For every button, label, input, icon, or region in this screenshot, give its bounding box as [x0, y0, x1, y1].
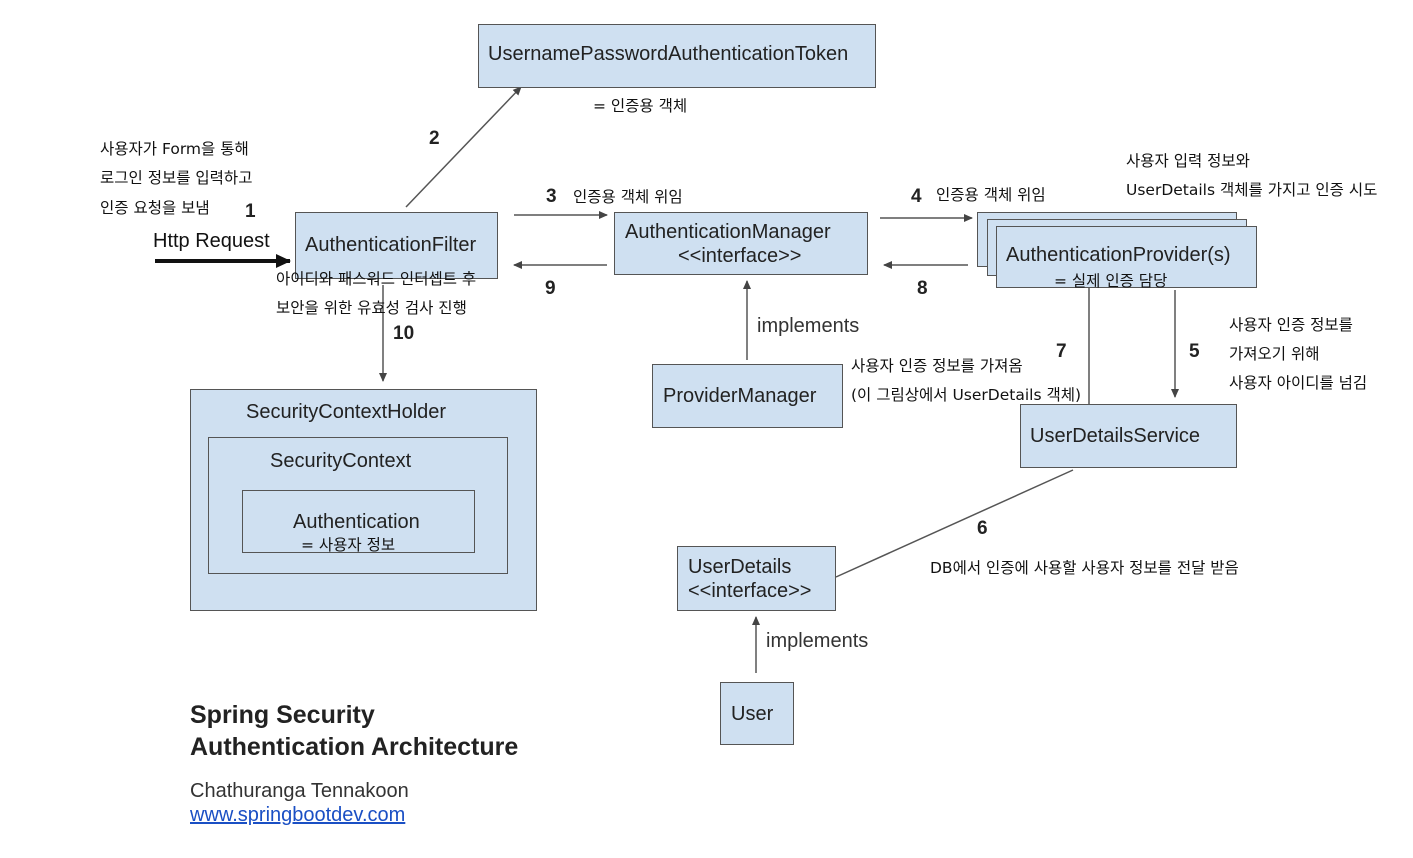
- implements-label-1: implements: [757, 315, 860, 337]
- request-note-line1: 사용자가 Form을 통해: [100, 140, 249, 158]
- provider-note-line2: UserDetails 객체를 가지고 인증 시도: [1126, 181, 1378, 199]
- request-note-line3: 인증 요청을 보냄: [100, 199, 210, 217]
- implements-label-2: implements: [766, 630, 869, 652]
- diagram-title-line2: Authentication Architecture: [190, 733, 519, 761]
- authentication-filter-label: AuthenticationFilter: [305, 234, 477, 256]
- step5-note-line2: 가져오기 위해: [1229, 345, 1320, 363]
- user-details-service-label: UserDetailsService: [1030, 425, 1201, 447]
- token-label: UsernamePasswordAuthenticationToken: [488, 43, 849, 65]
- user-box: User: [720, 682, 794, 745]
- author-name: Chathuranga Tennakoon: [190, 780, 409, 802]
- authentication-provider-label: AuthenticationProvider(s): [1006, 244, 1231, 266]
- step7-note-line2: (이 그림상에서 UserDetails 객체): [851, 386, 1082, 404]
- step7-note-line1: 사용자 인증 정보를 가져옴: [851, 357, 1023, 375]
- filter-note-line2: 보안을 위한 유효성 검사 진행: [276, 299, 467, 317]
- diagram-title-line1: Spring Security: [190, 701, 375, 729]
- step2-arrow: [405, 86, 522, 208]
- step5-note-line3: 사용자 아이디를 넘김: [1229, 374, 1368, 392]
- step-number-4: 4: [911, 186, 922, 207]
- user-label: User: [731, 703, 774, 725]
- step-number-7: 7: [1056, 341, 1067, 362]
- step-number-10: 10: [393, 323, 415, 344]
- step-number-1: 1: [245, 201, 256, 222]
- step3-note: 인증용 객체 위임: [573, 188, 683, 206]
- user-details-service-box: UserDetailsService: [1020, 404, 1237, 468]
- http-request-label: Http Request: [153, 230, 270, 252]
- authentication-note: = 사용자 정보: [301, 536, 396, 554]
- user-details-box: UserDetails <<interface>>: [677, 546, 836, 611]
- authentication-label: Authentication: [293, 511, 420, 533]
- step-number-9: 9: [545, 278, 556, 299]
- provider-role-note: = 실제 인증 담당: [1054, 272, 1168, 290]
- security-context-holder-box: SecurityContextHolder SecurityContext Au…: [190, 389, 537, 611]
- step6-note: DB에서 인증에 사용할 사용자 정보를 전달 받음: [930, 559, 1239, 577]
- provider-note-line1: 사용자 입력 정보와: [1126, 152, 1250, 170]
- step-number-6: 6: [977, 518, 988, 539]
- security-context-box: SecurityContext Authentication: [208, 437, 508, 574]
- authentication-provider-box: AuthenticationProvider(s): [996, 226, 1257, 288]
- provider-manager-box: ProviderManager: [652, 364, 843, 428]
- authentication-box: Authentication: [242, 490, 475, 553]
- token-box: UsernamePasswordAuthenticationToken: [478, 24, 876, 88]
- author-website-link[interactable]: www.springbootdev.com: [190, 804, 406, 826]
- provider-manager-label: ProviderManager: [663, 385, 817, 407]
- user-details-label: UserDetails: [688, 556, 792, 578]
- request-note-line2: 로그인 정보를 입력하고: [100, 169, 253, 187]
- step4-note: 인증용 객체 위임: [936, 186, 1046, 204]
- step-number-8: 8: [917, 278, 928, 299]
- step-number-5: 5: [1189, 341, 1200, 362]
- authentication-manager-label: AuthenticationManager: [625, 221, 831, 243]
- step-number-2: 2: [429, 128, 440, 149]
- security-context-label: SecurityContext: [270, 450, 412, 472]
- security-context-holder-label: SecurityContextHolder: [246, 401, 447, 423]
- authentication-manager-stereotype: <<interface>>: [678, 245, 802, 267]
- token-note: = 인증용 객체: [593, 97, 688, 115]
- step-number-3: 3: [546, 186, 557, 207]
- step6-line: [835, 469, 1074, 578]
- authentication-manager-box: AuthenticationManager <<interface>>: [614, 212, 868, 275]
- user-details-stereotype: <<interface>>: [688, 580, 812, 602]
- step5-note-line1: 사용자 인증 정보를: [1229, 316, 1353, 334]
- filter-note-line1: 아이디와 패스워드 인터셉트 후: [276, 270, 477, 288]
- authentication-filter-box: AuthenticationFilter: [295, 212, 498, 279]
